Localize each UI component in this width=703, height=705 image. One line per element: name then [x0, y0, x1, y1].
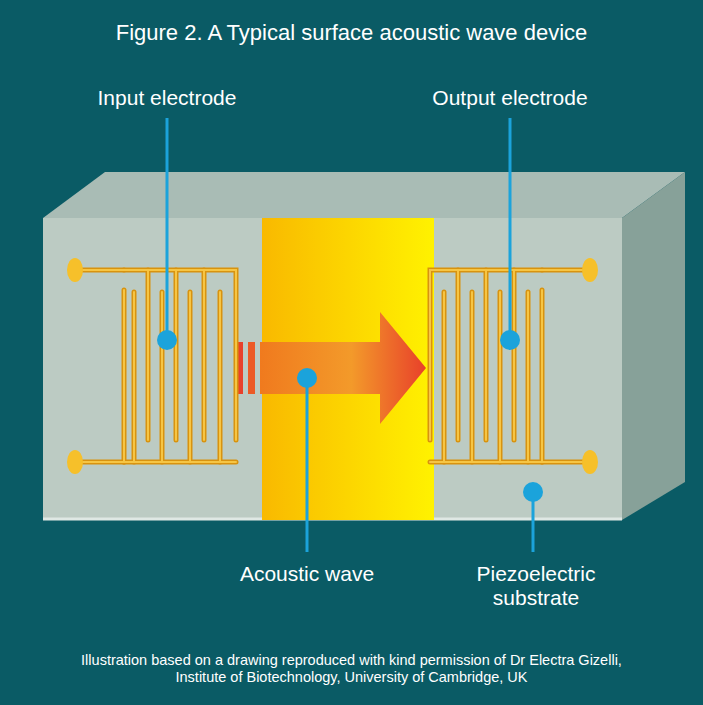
leader-dots — [157, 330, 543, 502]
output-idt-highlight — [430, 270, 586, 462]
wave-stripe — [238, 342, 243, 394]
contact-pad — [67, 258, 83, 282]
contact-pad — [582, 258, 598, 282]
wave-stripe — [248, 342, 255, 394]
part-label: Piezoelectric substrate — [451, 562, 621, 610]
part-label: Acoustic wave — [197, 562, 417, 586]
output-idt — [430, 270, 586, 462]
figure-caption: Illustration based on a drawing reproduc… — [76, 652, 627, 685]
part-label: Output electrode — [390, 86, 630, 110]
input-idt — [80, 270, 236, 462]
contact-pad — [67, 450, 83, 474]
wave-arrow — [260, 312, 426, 424]
input-idt-highlight — [80, 270, 236, 462]
substrate-top — [43, 172, 685, 218]
substrate-side — [622, 172, 685, 520]
part-label: Input electrode — [47, 86, 287, 110]
substrate-front — [43, 218, 622, 520]
leader-lines — [167, 118, 533, 552]
figure-title: Figure 2. A Typical surface acoustic wav… — [10, 20, 693, 45]
contact-pad — [582, 450, 598, 474]
